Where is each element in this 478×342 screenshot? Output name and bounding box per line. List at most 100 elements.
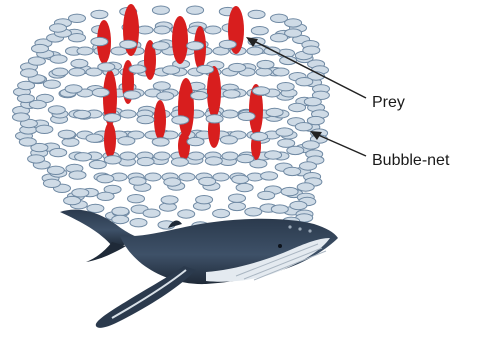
bubble-icon <box>188 152 204 160</box>
bubble-icon <box>154 152 170 160</box>
bubble-icon <box>213 209 230 217</box>
bubble-icon <box>69 14 86 22</box>
bubble-icon <box>251 27 268 35</box>
bubble-icon <box>265 151 282 159</box>
bubble-icon <box>199 177 216 185</box>
bubble-icon <box>277 83 294 91</box>
bubble-icon <box>163 66 180 74</box>
bubble-icon <box>21 69 38 77</box>
bubble-icon <box>91 37 108 45</box>
bubble-icon <box>104 114 121 122</box>
bubble-icon <box>129 177 146 185</box>
bubble-icon <box>137 115 154 123</box>
bubble-icon <box>130 219 147 227</box>
bubble-icon <box>271 34 288 42</box>
bubble-icon <box>187 137 204 145</box>
bubble-icon <box>52 68 68 76</box>
bubble-icon <box>69 68 85 76</box>
bubble-icon <box>75 153 92 161</box>
bubble-icon <box>237 154 254 162</box>
whale-tubercle <box>288 225 291 228</box>
bubble-icon <box>74 110 91 118</box>
bubble-icon <box>152 138 169 146</box>
bubble-icon <box>112 207 129 215</box>
bubble-icon <box>91 10 108 18</box>
bubble-icon <box>247 47 263 55</box>
bubble-icon <box>302 141 319 149</box>
bubble-icon <box>261 172 278 180</box>
bubble-icon <box>236 183 253 191</box>
prey-fish-icon <box>104 122 116 158</box>
bubble-icon <box>152 6 169 14</box>
bubble-icon <box>58 130 75 138</box>
bubble-icon <box>304 98 321 106</box>
bubble-icon <box>300 162 317 170</box>
bubble-icon <box>89 160 106 168</box>
whale-tubercle <box>308 229 311 232</box>
bubble-icon <box>172 116 189 124</box>
bubble-icon <box>205 157 222 165</box>
bubble-icon <box>257 60 274 68</box>
bubble-icon <box>157 92 174 100</box>
bubble-icon <box>296 78 313 86</box>
bubble-icon <box>32 44 49 52</box>
bubble-icon <box>87 204 104 212</box>
bubble-icon <box>219 40 236 48</box>
bubble-icon <box>271 205 288 213</box>
bubble-icon <box>222 110 238 118</box>
bubble-icon <box>43 179 60 187</box>
bubble-icon <box>251 132 268 140</box>
bubble-net-callout: Bubble-net <box>310 131 450 169</box>
bubble-icon <box>220 136 237 144</box>
bubble-icon <box>187 6 204 14</box>
bubble-icon <box>222 152 238 160</box>
bubble-icon <box>137 26 153 34</box>
whale-fluke-lower <box>86 242 126 262</box>
bubble-icon <box>137 157 154 165</box>
bubble-icon <box>290 201 307 209</box>
bubble-icon <box>281 187 298 195</box>
bubble-icon <box>253 87 270 95</box>
bubble-icon <box>129 65 146 73</box>
bubble-icon <box>161 196 178 204</box>
bubble-icon <box>154 26 170 34</box>
bubble-icon <box>276 128 293 136</box>
bubble-icon <box>229 63 246 71</box>
bubble-icon <box>258 191 275 199</box>
bubble-icon <box>120 152 136 160</box>
bubble-icon <box>229 202 246 210</box>
bubble-icon <box>123 91 140 99</box>
bubble-icon <box>72 189 89 197</box>
bubble-icon <box>266 108 283 116</box>
bubble-icon <box>28 155 45 163</box>
bubble-icon <box>104 156 121 164</box>
bubble-icon <box>223 90 240 98</box>
bubble-icon <box>97 175 114 183</box>
bubble-icon <box>285 19 302 27</box>
whale-tubercle <box>298 227 301 230</box>
bubble-icon <box>273 68 289 76</box>
bubble-icon <box>69 171 86 179</box>
bubble-icon <box>164 178 181 186</box>
bubble-icon <box>120 110 136 118</box>
bubble-icon <box>248 10 265 18</box>
bubble-icon <box>36 125 53 133</box>
bubble-icon <box>197 65 214 73</box>
bubble-icon <box>50 24 67 32</box>
bubble-icon <box>171 158 188 166</box>
bubble-icon <box>297 183 314 191</box>
bubble-icon <box>47 166 64 174</box>
bubble-icon <box>229 194 246 202</box>
bubble-icon <box>295 123 312 131</box>
bubble-icon <box>143 209 160 217</box>
bubble-icon <box>303 46 320 54</box>
bubble-icon <box>48 106 65 114</box>
bubble-net-callout-line <box>316 134 366 156</box>
bubble-icon <box>86 134 103 142</box>
bubble-icon <box>145 173 161 181</box>
bubble-icon <box>152 42 169 50</box>
bubble-icon <box>289 103 306 111</box>
bubble-icon <box>118 137 135 145</box>
bubble-icon <box>287 146 304 154</box>
bubble-net-label: Bubble-net <box>372 152 450 169</box>
